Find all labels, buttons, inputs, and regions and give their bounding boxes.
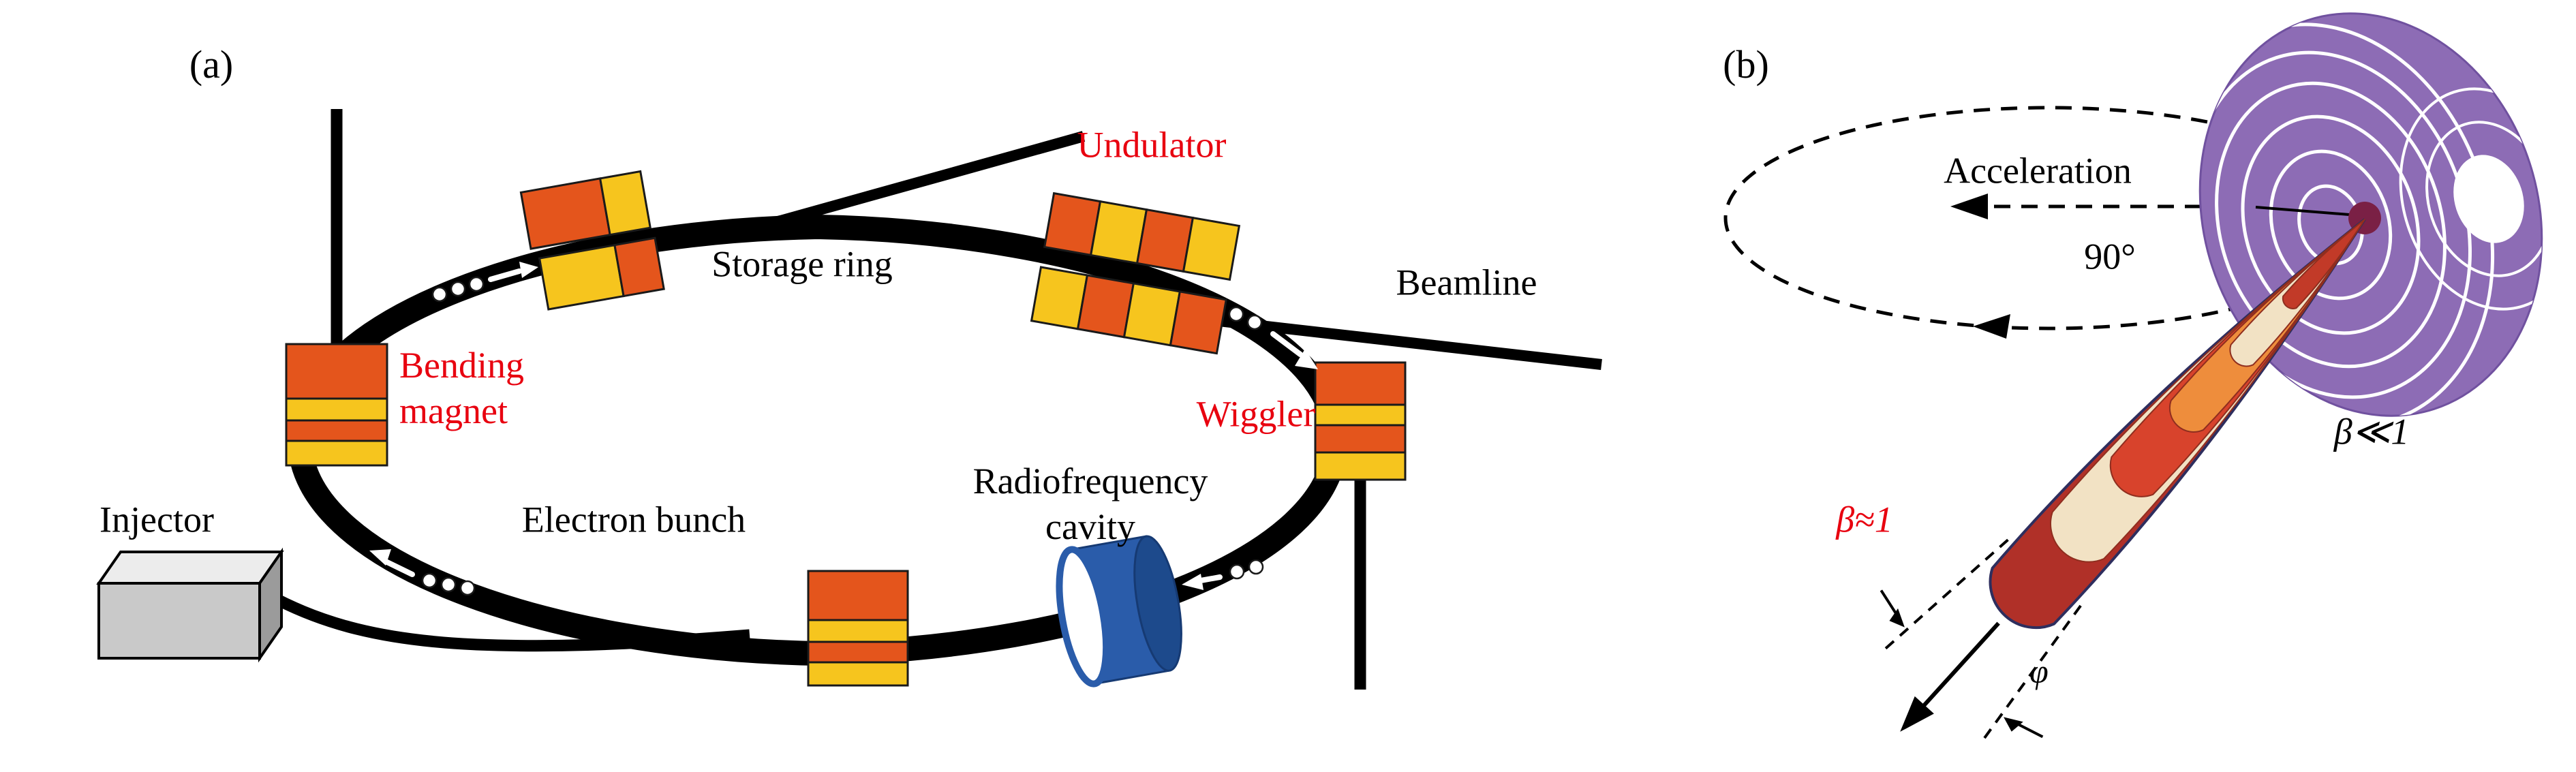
electron-bunch: [1182, 559, 1264, 590]
panel-a-label: (a): [189, 42, 234, 87]
undulator-beamline: [1212, 315, 1602, 370]
electron-bunch-label: Electron bunch: [521, 499, 746, 540]
undulator-magnet: [1030, 191, 1241, 355]
acceleration-arrow: [1950, 194, 2256, 219]
bending-magnet-label-line1: Bending: [399, 345, 524, 386]
electron-bunch: [369, 549, 476, 596]
acceleration-label: Acceleration: [1944, 150, 2132, 191]
emission-axis-arrow: [1900, 621, 2000, 732]
electron-bunch: [1228, 306, 1318, 369]
bending-magnet-label: Bending magnet: [399, 343, 524, 434]
beta-fast-label: β≈1: [1836, 499, 1893, 540]
undulator-label: Undulator: [1077, 124, 1227, 166]
acceleration-connector: [2255, 206, 2359, 217]
storage-ring-label: Storage ring: [711, 243, 893, 285]
electron-bunch: [431, 262, 538, 303]
panel-a-graphics: [96, 109, 1602, 690]
phi-angle-markers: [1880, 538, 2082, 740]
rf-cavity-label-line1: Radiofrequency: [972, 461, 1208, 502]
torus-hole: [2453, 155, 2524, 243]
bottom-magnet: [807, 570, 909, 687]
phi-label: φ: [2029, 652, 2049, 690]
rf-cavity-label-line2: cavity: [1045, 506, 1135, 547]
beta-slow-label: β≪1: [2333, 411, 2410, 452]
wiggler-label: Wiggler: [1196, 393, 1316, 435]
tangent-beamline: [744, 131, 1086, 236]
orbit-direction-arrowhead: [1973, 314, 2010, 339]
injector-label: Injector: [99, 499, 214, 540]
bending-magnet: [285, 343, 388, 467]
angle-90-label: 90°: [2084, 236, 2136, 277]
bending-magnet-label-line2: magnet: [399, 390, 508, 431]
rf-cavity-label: Radiofrequency cavity: [973, 459, 1208, 550]
beamline-label: Beamline: [1396, 262, 1537, 303]
focusing-magnet-pair: [519, 170, 665, 311]
panel-b-label: (b): [1723, 42, 1769, 87]
relativistic-radiation-cone: [1880, 218, 2366, 740]
wiggler-magnet: [1314, 361, 1407, 481]
panel-b-graphics: [1723, 12, 2576, 740]
injector-box: [96, 547, 284, 663]
rf-cavity: [1056, 535, 1182, 688]
